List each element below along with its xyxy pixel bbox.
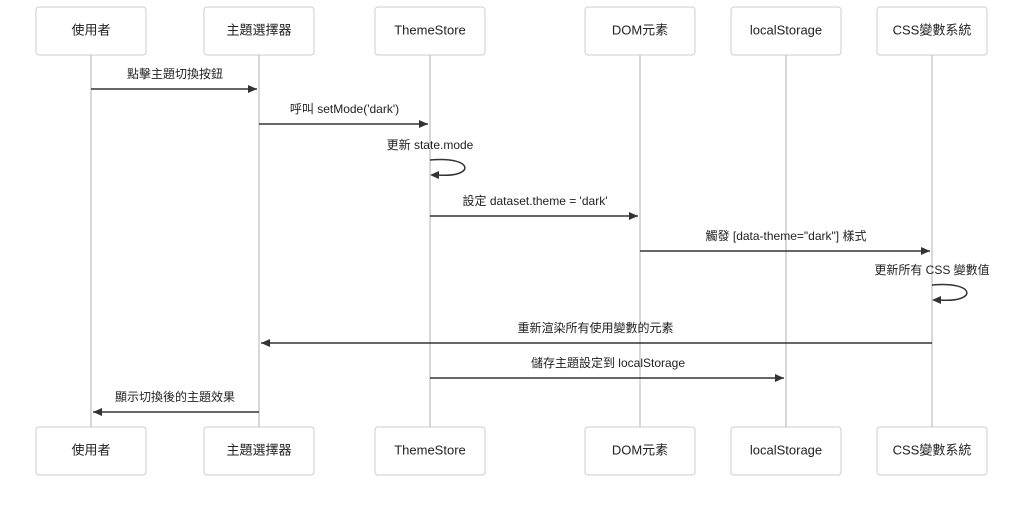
message-6: 更新所有 CSS 變數值 <box>874 262 990 304</box>
message-label: 更新 state.mode <box>387 137 474 152</box>
message-1: 點擊主題切換按鈕 <box>91 66 257 93</box>
message-label: 重新渲染所有使用變數的元素 <box>517 320 673 335</box>
arrowhead <box>921 247 930 255</box>
message-2: 呼叫 setMode('dark') <box>259 102 428 128</box>
participant-box <box>876 426 988 476</box>
participant-user-top: 使用者 <box>35 6 147 56</box>
participant-label: DOM元素 <box>612 22 668 37</box>
message-4: 設定 dataset.theme = 'dark' <box>430 193 638 220</box>
participant-box <box>35 426 147 476</box>
participant-label: 使用者 <box>71 442 110 457</box>
message-9: 顯示切換後的主題效果 <box>93 389 259 416</box>
participant-store-top: ThemeStore <box>374 6 486 56</box>
participant-user-bottom: 使用者 <box>35 426 147 476</box>
arrowhead <box>430 171 439 179</box>
participant-box <box>730 6 842 56</box>
participant-box <box>876 6 988 56</box>
self-message-arrow <box>931 283 968 301</box>
participant-box <box>374 426 486 476</box>
participant-dom-bottom: DOM元素 <box>584 426 696 476</box>
participant-label: DOM元素 <box>612 442 668 457</box>
arrowhead <box>629 212 638 220</box>
arrowhead <box>93 408 102 416</box>
lifelines <box>90 55 933 427</box>
participant-box <box>730 426 842 476</box>
message-label: 呼叫 setMode('dark') <box>290 102 399 116</box>
message-label: 點擊主題切換按鈕 <box>127 66 223 81</box>
participant-label: 主題選擇器 <box>226 442 291 457</box>
participant-storage-top: localStorage <box>730 6 842 56</box>
participant-label: 使用者 <box>71 22 110 37</box>
participant-box <box>203 6 315 56</box>
participant-switcher-bottom: 主題選擇器 <box>203 426 315 476</box>
message-label: 更新所有 CSS 變數值 <box>874 262 989 277</box>
participant-css-bottom: CSS變數系統 <box>876 426 988 476</box>
message-5: 觸發 [data-theme="dark"] 樣式 <box>640 228 930 255</box>
message-label: 顯示切換後的主題效果 <box>115 389 235 404</box>
participant-label: localStorage <box>750 22 822 37</box>
participant-box <box>203 426 315 476</box>
participant-storage-bottom: localStorage <box>730 426 842 476</box>
arrowhead <box>248 85 257 93</box>
message-label: 設定 dataset.theme = 'dark' <box>463 193 608 208</box>
actors: 使用者使用者主題選擇器主題選擇器ThemeStoreThemeStoreDOM元… <box>35 6 988 476</box>
arrowhead <box>261 339 270 347</box>
participant-label: localStorage <box>750 442 822 457</box>
participant-label: CSS變數系統 <box>893 22 972 37</box>
participant-dom-top: DOM元素 <box>584 6 696 56</box>
message-8: 儲存主題設定到 localStorage <box>430 355 784 382</box>
participant-label: ThemeStore <box>394 442 466 457</box>
message-label: 儲存主題設定到 localStorage <box>531 355 685 370</box>
participant-label: 主題選擇器 <box>226 22 291 37</box>
participant-css-top: CSS變數系統 <box>876 6 988 56</box>
arrowhead <box>419 120 428 128</box>
message-label: 觸發 [data-theme="dark"] 樣式 <box>706 228 867 243</box>
participant-box <box>584 6 696 56</box>
participant-label: ThemeStore <box>394 22 466 37</box>
message-7: 重新渲染所有使用變數的元素 <box>261 320 932 347</box>
arrowhead <box>932 296 941 304</box>
participant-box <box>584 426 696 476</box>
arrowhead <box>775 374 784 382</box>
participant-label: CSS變數系統 <box>893 442 972 457</box>
self-message-arrow <box>429 158 466 176</box>
message-3: 更新 state.mode <box>387 137 474 179</box>
participant-switcher-top: 主題選擇器 <box>203 6 315 56</box>
participant-box <box>35 6 147 56</box>
participant-store-bottom: ThemeStore <box>374 426 486 476</box>
participant-box <box>374 6 486 56</box>
